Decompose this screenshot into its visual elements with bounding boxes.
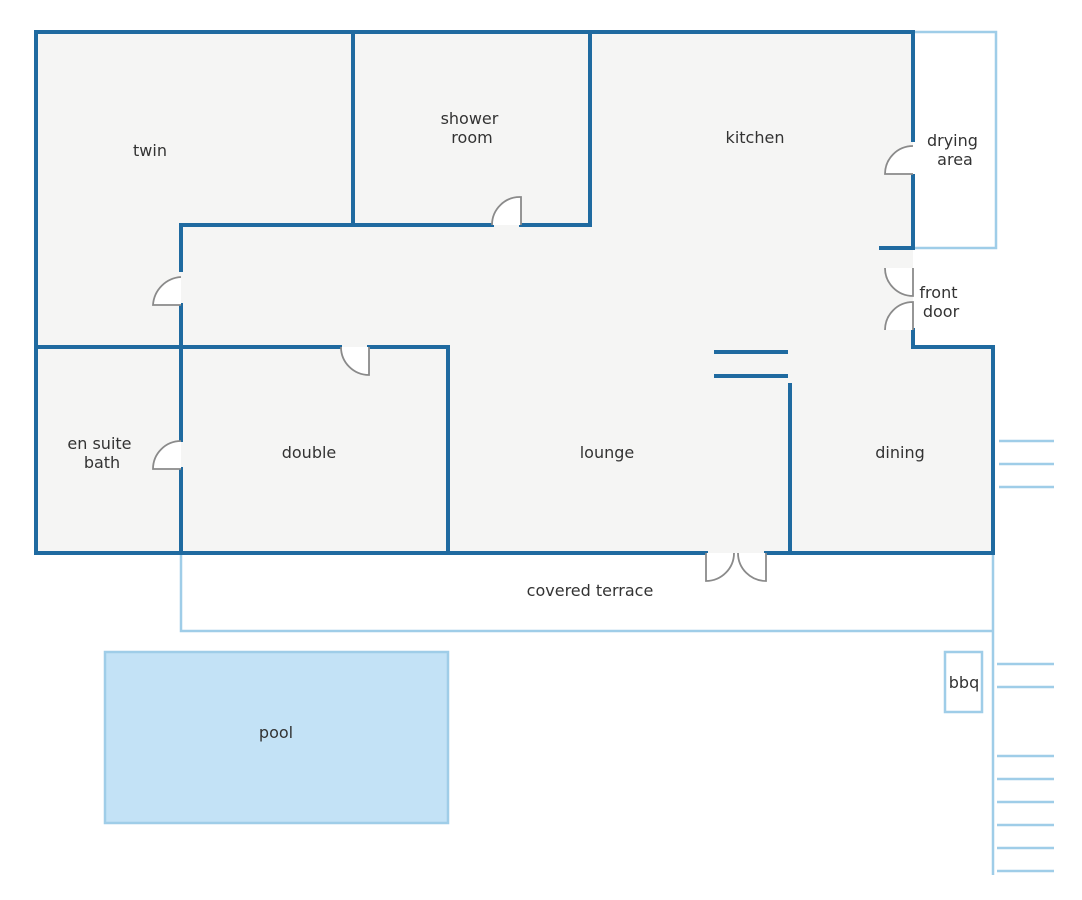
- label-twin: twin: [133, 141, 167, 160]
- label-covered-terrace: covered terrace: [527, 581, 654, 600]
- pool: [103, 650, 450, 825]
- label-drying-area-line1: drying: [927, 131, 978, 150]
- label-dining: dining: [875, 443, 924, 462]
- label-kitchen: kitchen: [726, 128, 785, 147]
- label-front-door-line1: front: [919, 283, 957, 302]
- label-en-suite-line2: bath: [84, 453, 120, 472]
- terrace-outline: [179, 553, 993, 633]
- door-terrace-left: [705, 552, 735, 582]
- door-shower-room: [491, 196, 522, 226]
- house-floor: [36, 32, 993, 553]
- label-lounge: lounge: [580, 443, 635, 462]
- label-en-suite-bath: en suite bath: [67, 434, 136, 472]
- door-drying-area: [884, 145, 914, 175]
- doors: [152, 145, 914, 582]
- label-drying-area-line2: area: [937, 150, 973, 169]
- door-en-suite: [152, 440, 182, 470]
- label-double: double: [282, 443, 337, 462]
- drying-area-outline: [913, 30, 998, 250]
- label-pool: pool: [259, 723, 293, 742]
- label-drying-area: drying area: [927, 131, 983, 169]
- garden-edge: [991, 439, 1054, 875]
- label-shower-room-line2: room: [451, 128, 492, 147]
- door-double: [340, 346, 370, 376]
- label-front-door: front door: [919, 283, 962, 321]
- label-front-door-line2: door: [923, 302, 960, 321]
- steps: [997, 662, 1054, 873]
- label-shower-room: shower room: [441, 109, 504, 147]
- door-twin: [152, 276, 182, 306]
- label-en-suite-line1: en suite: [67, 434, 131, 453]
- label-bbq: bbq: [949, 673, 979, 692]
- bbq-box: [943, 650, 984, 714]
- walls: [34, 30, 995, 555]
- label-shower-room-line1: shower: [441, 109, 499, 128]
- door-front-lower: [884, 301, 914, 331]
- door-terrace-right: [737, 552, 767, 582]
- door-front-upper: [884, 267, 914, 297]
